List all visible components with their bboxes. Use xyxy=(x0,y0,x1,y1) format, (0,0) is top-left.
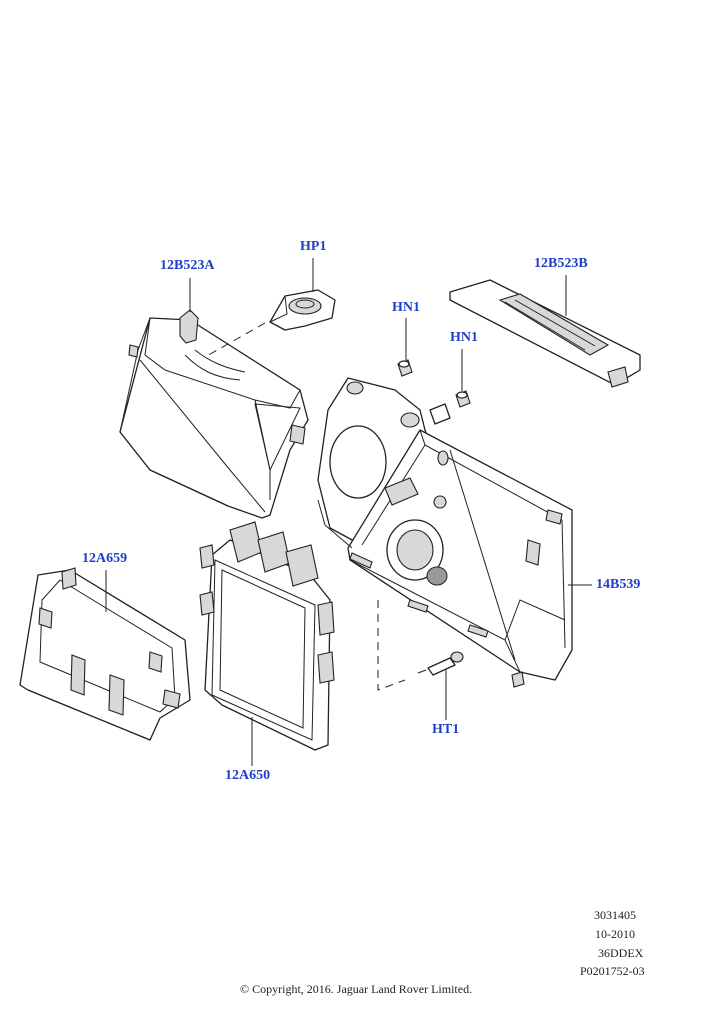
ref-line-4: P0201752-03 xyxy=(580,964,645,978)
ref-line-1: 3031405 xyxy=(594,908,636,922)
callout-12a659: 12A659 xyxy=(82,551,128,566)
nut-hn1-b xyxy=(455,390,471,408)
callout-12b523a: 12B523A xyxy=(160,258,215,273)
callout-14b539: 14B539 xyxy=(596,577,641,592)
hp1-dashed-guide xyxy=(204,322,266,358)
cover-12b523b xyxy=(449,279,641,388)
cover-12b523a xyxy=(119,309,309,519)
part-hp1 xyxy=(269,289,336,331)
ht1-dashed-guide xyxy=(377,600,406,691)
stud-ht1 xyxy=(417,651,464,676)
callout-12a650: 12A650 xyxy=(225,768,271,783)
callout-hn1-b: HN1 xyxy=(450,330,478,345)
ref-line-2: 10-2010 xyxy=(595,927,635,941)
callout-12b523b: 12B523B xyxy=(534,256,588,271)
ref-line-3: 36DDEX xyxy=(598,946,644,960)
housing-14b539 xyxy=(317,377,573,688)
callout-ht1: HT1 xyxy=(432,722,460,737)
nut-hn1-a xyxy=(397,359,413,377)
bracket-12a659 xyxy=(19,567,191,741)
callout-hp1: HP1 xyxy=(300,239,327,254)
callout-hn1-a: HN1 xyxy=(392,300,420,315)
copyright-notice: © Copyright, 2016. Jaguar Land Rover Lim… xyxy=(240,982,473,996)
module-12a650 xyxy=(199,521,335,751)
